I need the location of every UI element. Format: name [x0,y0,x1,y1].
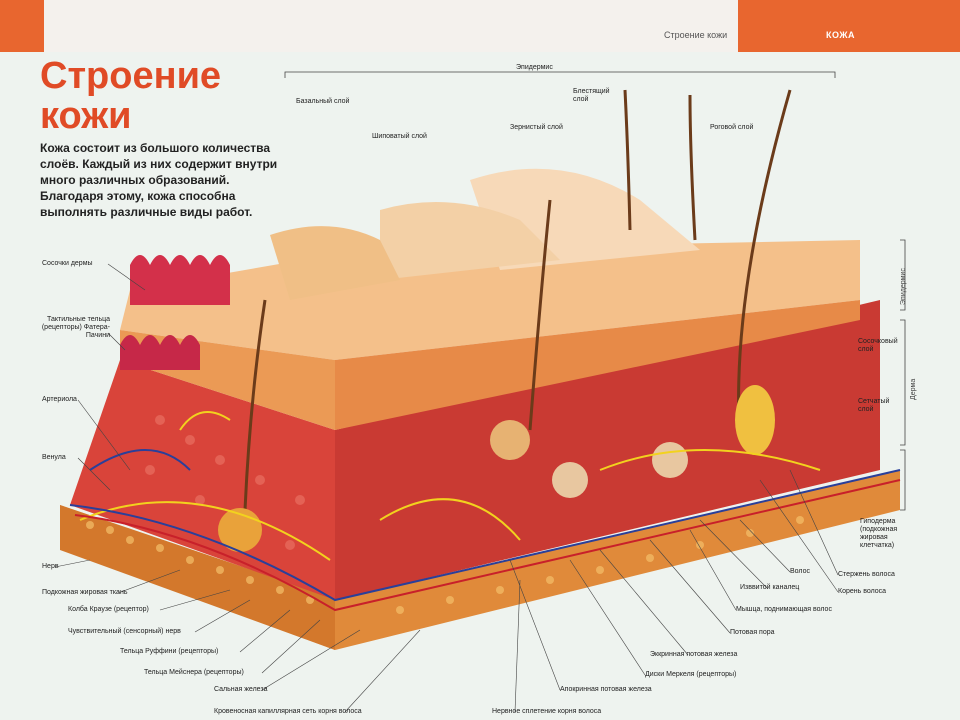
granular-layer-sheet [270,226,400,300]
side-label-epidermis: Эпидермис [900,268,907,305]
label-nerve: Нерв [42,563,59,570]
header-accent-right [738,0,960,52]
label-papillary-layer: Сосочковый слой [858,338,898,353]
label-spinous-layer: Шиповатый слой [372,133,427,140]
label-epidermis: Эпидермис [516,64,553,71]
label-hair-root: Корень волоса [838,588,887,595]
papillae-ridge-lower [120,335,200,370]
label-pacini-corpuscles: Тактильные тельца (рецепторы) Фатера-Пач… [41,316,110,339]
label-hair-shaft: Стержень волоса [838,571,895,578]
label-meissner-corpuscles: Тельца Мейснера (рецепторы) [144,669,244,676]
label-hypodermis: Гиподерма (подкожная жировая клетчатка) [860,518,898,549]
label-hair-root-nerve-plexus: Нервное сплетение корня волоса [492,708,602,715]
label-ruffini-corpuscles: Тельца Руффини (рецепторы) [120,648,219,655]
epidermis-side [335,300,860,430]
lucid-layer-sheet [380,202,560,280]
label-reticular-layer: Сетчатый слой [858,398,890,413]
epidermis-bracket [284,71,836,78]
header-accent-left [0,0,44,52]
label-horny-layer: Роговой слой [710,124,754,131]
label-arteriole: Артериола [42,396,77,403]
dermis-side [335,300,880,600]
header-section: Строение кожи [664,30,728,40]
label-apocrine-gland: Апокринная потовая железа [560,686,652,693]
label-sweat-pore: Потовая пора [730,629,775,636]
papillae-ridge [130,255,230,305]
label-arrector-muscle: Мышца, поднимающая волос [736,606,832,613]
label-merkel-discs: Диски Меркеля (рецепторы) [645,671,737,678]
label-sensory-nerve: Чувствительный (сенсорный) нерв [68,628,181,635]
fat-cells [86,516,804,614]
veins [69,449,901,602]
arteries [74,479,901,612]
label-hair: Волос [790,568,810,575]
label-granular-layer: Зернистый слой [510,124,563,131]
glands [218,385,775,552]
label-dermal-papillae: Сосочки дермы [42,260,93,267]
label-krause-bulb: Колба Краузе (рецептор) [68,606,149,613]
side-label-dermis: Дерма [910,378,917,400]
label-venule: Венула [42,454,66,461]
label-capillary-network: Кровеносная капиллярная сеть корня волос… [214,708,362,715]
label-basal-layer: Базальный слой [296,98,350,105]
nerves [79,411,821,561]
header-strip [44,0,738,52]
page-title: Строение кожи [40,55,222,137]
label-excretory-duct: Изввитой каналец [740,584,800,591]
dermis-front [70,360,335,600]
label-sebaceous-gland: Сальная железа [214,686,268,693]
label-eccrine-gland: Эккринная потовая железа [650,651,738,658]
intro-text: Кожа состоит из большого количества слоё… [40,141,278,219]
header-topic: КОЖА [826,30,856,40]
label-lucid-layer: Блестящий слой [573,88,610,103]
label-subcutaneous-fat: Подкожная жировая ткань [42,589,128,596]
